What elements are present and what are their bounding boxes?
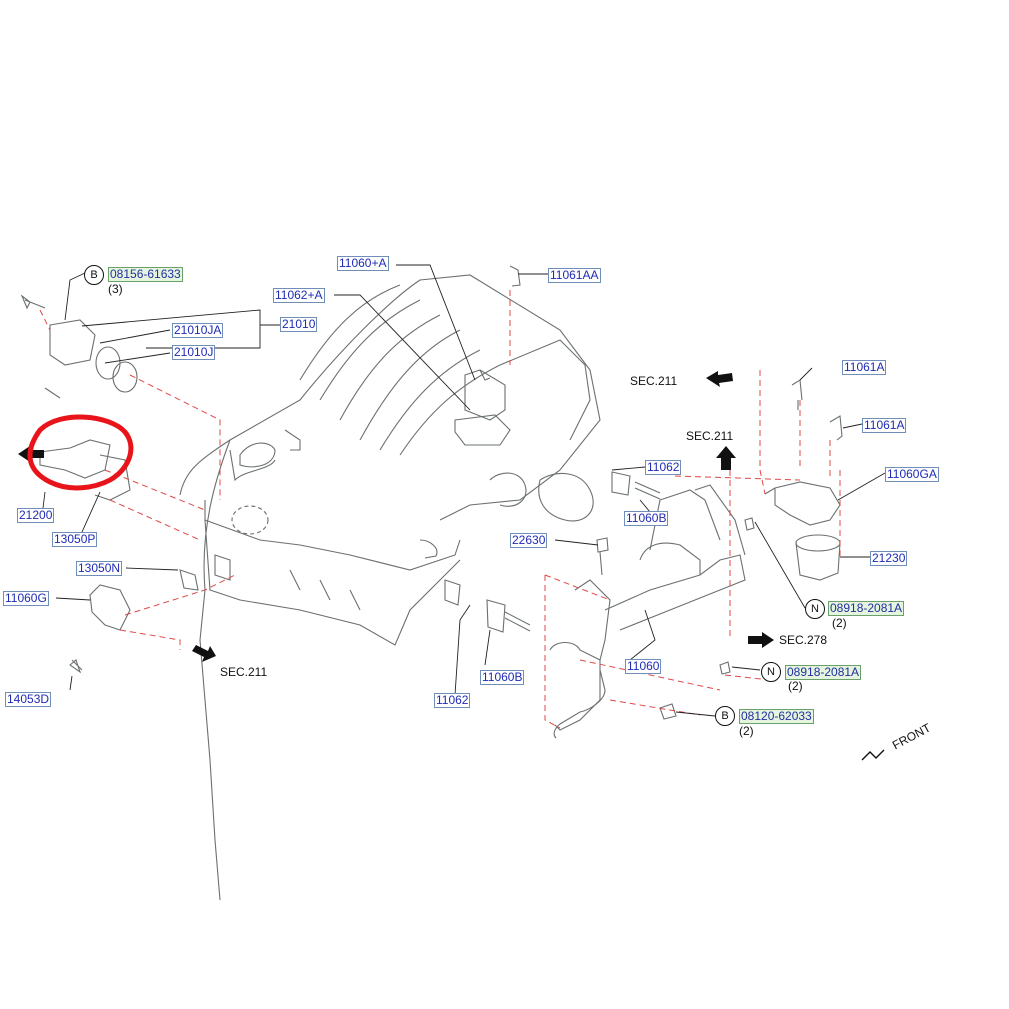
quantity-label: (3)	[108, 282, 123, 296]
quantity-label: (2)	[832, 616, 847, 630]
callout-letter: B	[84, 265, 104, 285]
section-reference[interactable]: SEC.211	[220, 665, 268, 679]
quantity-label: (2)	[788, 679, 803, 693]
part-callout-08120-62033[interactable]: 08120-62033	[739, 709, 814, 724]
part-callout-22630[interactable]: 22630	[510, 533, 548, 548]
leader-lines	[39, 290, 841, 729]
part-callout-21010[interactable]: 21010	[280, 317, 318, 332]
part-callout-11061AA[interactable]: 11061AA	[548, 268, 601, 283]
part-callout-11060G[interactable]: 11060G	[3, 591, 49, 606]
callout-letter: N	[761, 662, 781, 682]
part-callout-08918-2081A[interactable]: 08918-2081A	[828, 601, 905, 616]
arrow-down-right-icon	[192, 645, 216, 662]
part-callout-13050N[interactable]: 13050N	[76, 561, 123, 576]
part-callout-11061A[interactable]: 11061A	[862, 418, 907, 433]
part-callout-21200[interactable]: 21200	[17, 508, 55, 523]
part-callout-11060-plus-A[interactable]: 11060+A	[337, 256, 389, 271]
part-callout-11062[interactable]: 11062	[645, 460, 682, 475]
direction-arrows	[18, 371, 774, 662]
callout-leaders	[42, 264, 886, 717]
arrow-left-icon	[706, 371, 733, 387]
part-callout-11062-plus-A[interactable]: 11062+A	[273, 288, 325, 303]
part-callout-11061A[interactable]: 11061A	[842, 360, 887, 375]
arrow-up-icon	[716, 446, 736, 470]
quantity-label: (2)	[739, 724, 754, 738]
arrow-right-icon	[748, 632, 774, 648]
highlight-circle	[27, 414, 134, 491]
section-reference[interactable]: SEC.211	[686, 429, 734, 443]
part-callout-21230[interactable]: 21230	[870, 551, 908, 566]
part-callout-08156-61633[interactable]: 08156-61633	[108, 267, 183, 282]
callout-letter: B	[715, 706, 735, 726]
part-callout-21010JA[interactable]: 21010JA	[172, 323, 224, 338]
part-callout-14053D[interactable]: 14053D	[5, 692, 52, 707]
part-callout-21010J[interactable]: 21010J	[172, 345, 216, 360]
callout-letter: N	[805, 599, 825, 619]
part-callout-13050P[interactable]: 13050P	[52, 532, 98, 547]
part-callout-11062[interactable]: 11062	[434, 693, 471, 708]
part-callout-11060B[interactable]: 11060B	[480, 670, 525, 685]
section-reference[interactable]: SEC.211	[630, 374, 678, 388]
part-callout-11060[interactable]: 11060	[625, 659, 662, 674]
front-arrow-icon	[861, 749, 885, 761]
part-callout-08918-2081A[interactable]: 08918-2081A	[785, 665, 862, 680]
section-reference[interactable]: SEC.278	[779, 633, 828, 647]
part-callout-11060B[interactable]: 11060B	[624, 511, 669, 526]
part-callout-11060GA[interactable]: 11060GA	[885, 467, 939, 482]
